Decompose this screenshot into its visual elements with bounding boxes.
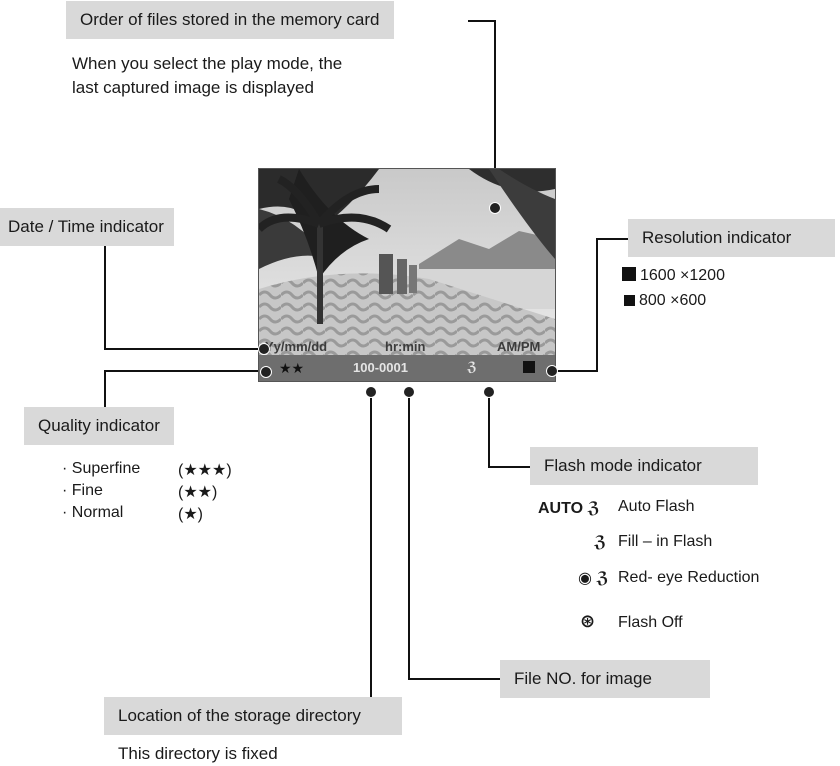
order-connector-v [494,20,496,208]
quality-label: Quality indicator [24,407,174,445]
resolution-label: Resolution indicator [628,219,835,257]
datetime-connector-v [104,240,106,350]
quality-item-normal: · Normal [62,504,124,521]
datetime-dot [258,343,270,355]
order-description-line2: last captured image is displayed [72,78,314,97]
resolution-connector-h [596,238,630,240]
square-large-icon [622,267,636,281]
quality-connector-v [104,370,106,410]
flash-label: Flash mode indicator [530,447,758,485]
quality-item-superfine: · Superfine [62,460,141,477]
location-connector-v [370,392,372,698]
order-connector-h [468,20,496,22]
time-readout: hr:min [385,339,426,354]
quality-stars-readout: ★★ [279,360,305,376]
resolution-connector-h2 [552,370,598,372]
resolution-square-icon [523,361,535,373]
quality-stars-normal: (★) [178,506,203,523]
flash-redeye-icon: ◉ ℨ [578,570,609,587]
flash-icon: ℨ [467,359,477,374]
screen-status-bar: ★★ 100-0001 ℨ [259,355,555,381]
quality-stars-fine: (★★) [178,484,218,501]
flash-redeye-label: Red- eye Reduction [618,569,760,586]
quality-dot [260,366,272,378]
fileno-connector-v [408,392,410,680]
flash-dot [483,386,495,398]
flash-auto-icon: AUTO ℨ [538,500,600,517]
quality-connector-h [104,370,266,372]
location-label: Location of the storage directory [104,697,402,735]
resolution-dot [546,365,558,377]
datetime-label: Date / Time indicator [0,208,174,246]
beach-photo [259,169,555,381]
ampm-readout: AM/PM [497,339,541,354]
datetime-connector-h [104,348,264,350]
flash-connector-h [488,466,530,468]
fileno-label: File NO. for image [500,660,710,698]
flash-auto-label: Auto Flash [618,498,695,515]
square-small-icon [624,295,635,306]
flash-off-label: Flash Off [618,614,683,631]
order-label: Order of files stored in the memory card [66,1,394,39]
fileno-dot [403,386,415,398]
resolution-option-1: 1600 ×1200 [622,267,725,285]
file-number-readout: 100-0001 [353,360,408,375]
camera-screen: Yy/mm/dd hr:min AM/PM ★★ 100-0001 ℨ [258,168,556,382]
quality-item-fine: · Fine [62,482,103,499]
location-dot [365,386,377,398]
flash-off-icon: ⊛ [580,611,596,631]
resolution-connector-v [596,238,598,372]
flash-fill-icon: ℨ [594,534,607,551]
order-dot [489,202,501,214]
location-description: This directory is fixed [118,744,278,763]
fileno-connector-h [408,678,502,680]
flash-fill-label: Fill – in Flash [618,533,713,550]
flash-connector-v [488,392,490,468]
date-readout: Yy/mm/dd [265,339,328,354]
quality-stars-superfine: (★★★) [178,462,232,479]
order-description-line1: When you select the play mode, the [72,54,343,73]
resolution-option-2: 800 ×600 [624,292,706,310]
